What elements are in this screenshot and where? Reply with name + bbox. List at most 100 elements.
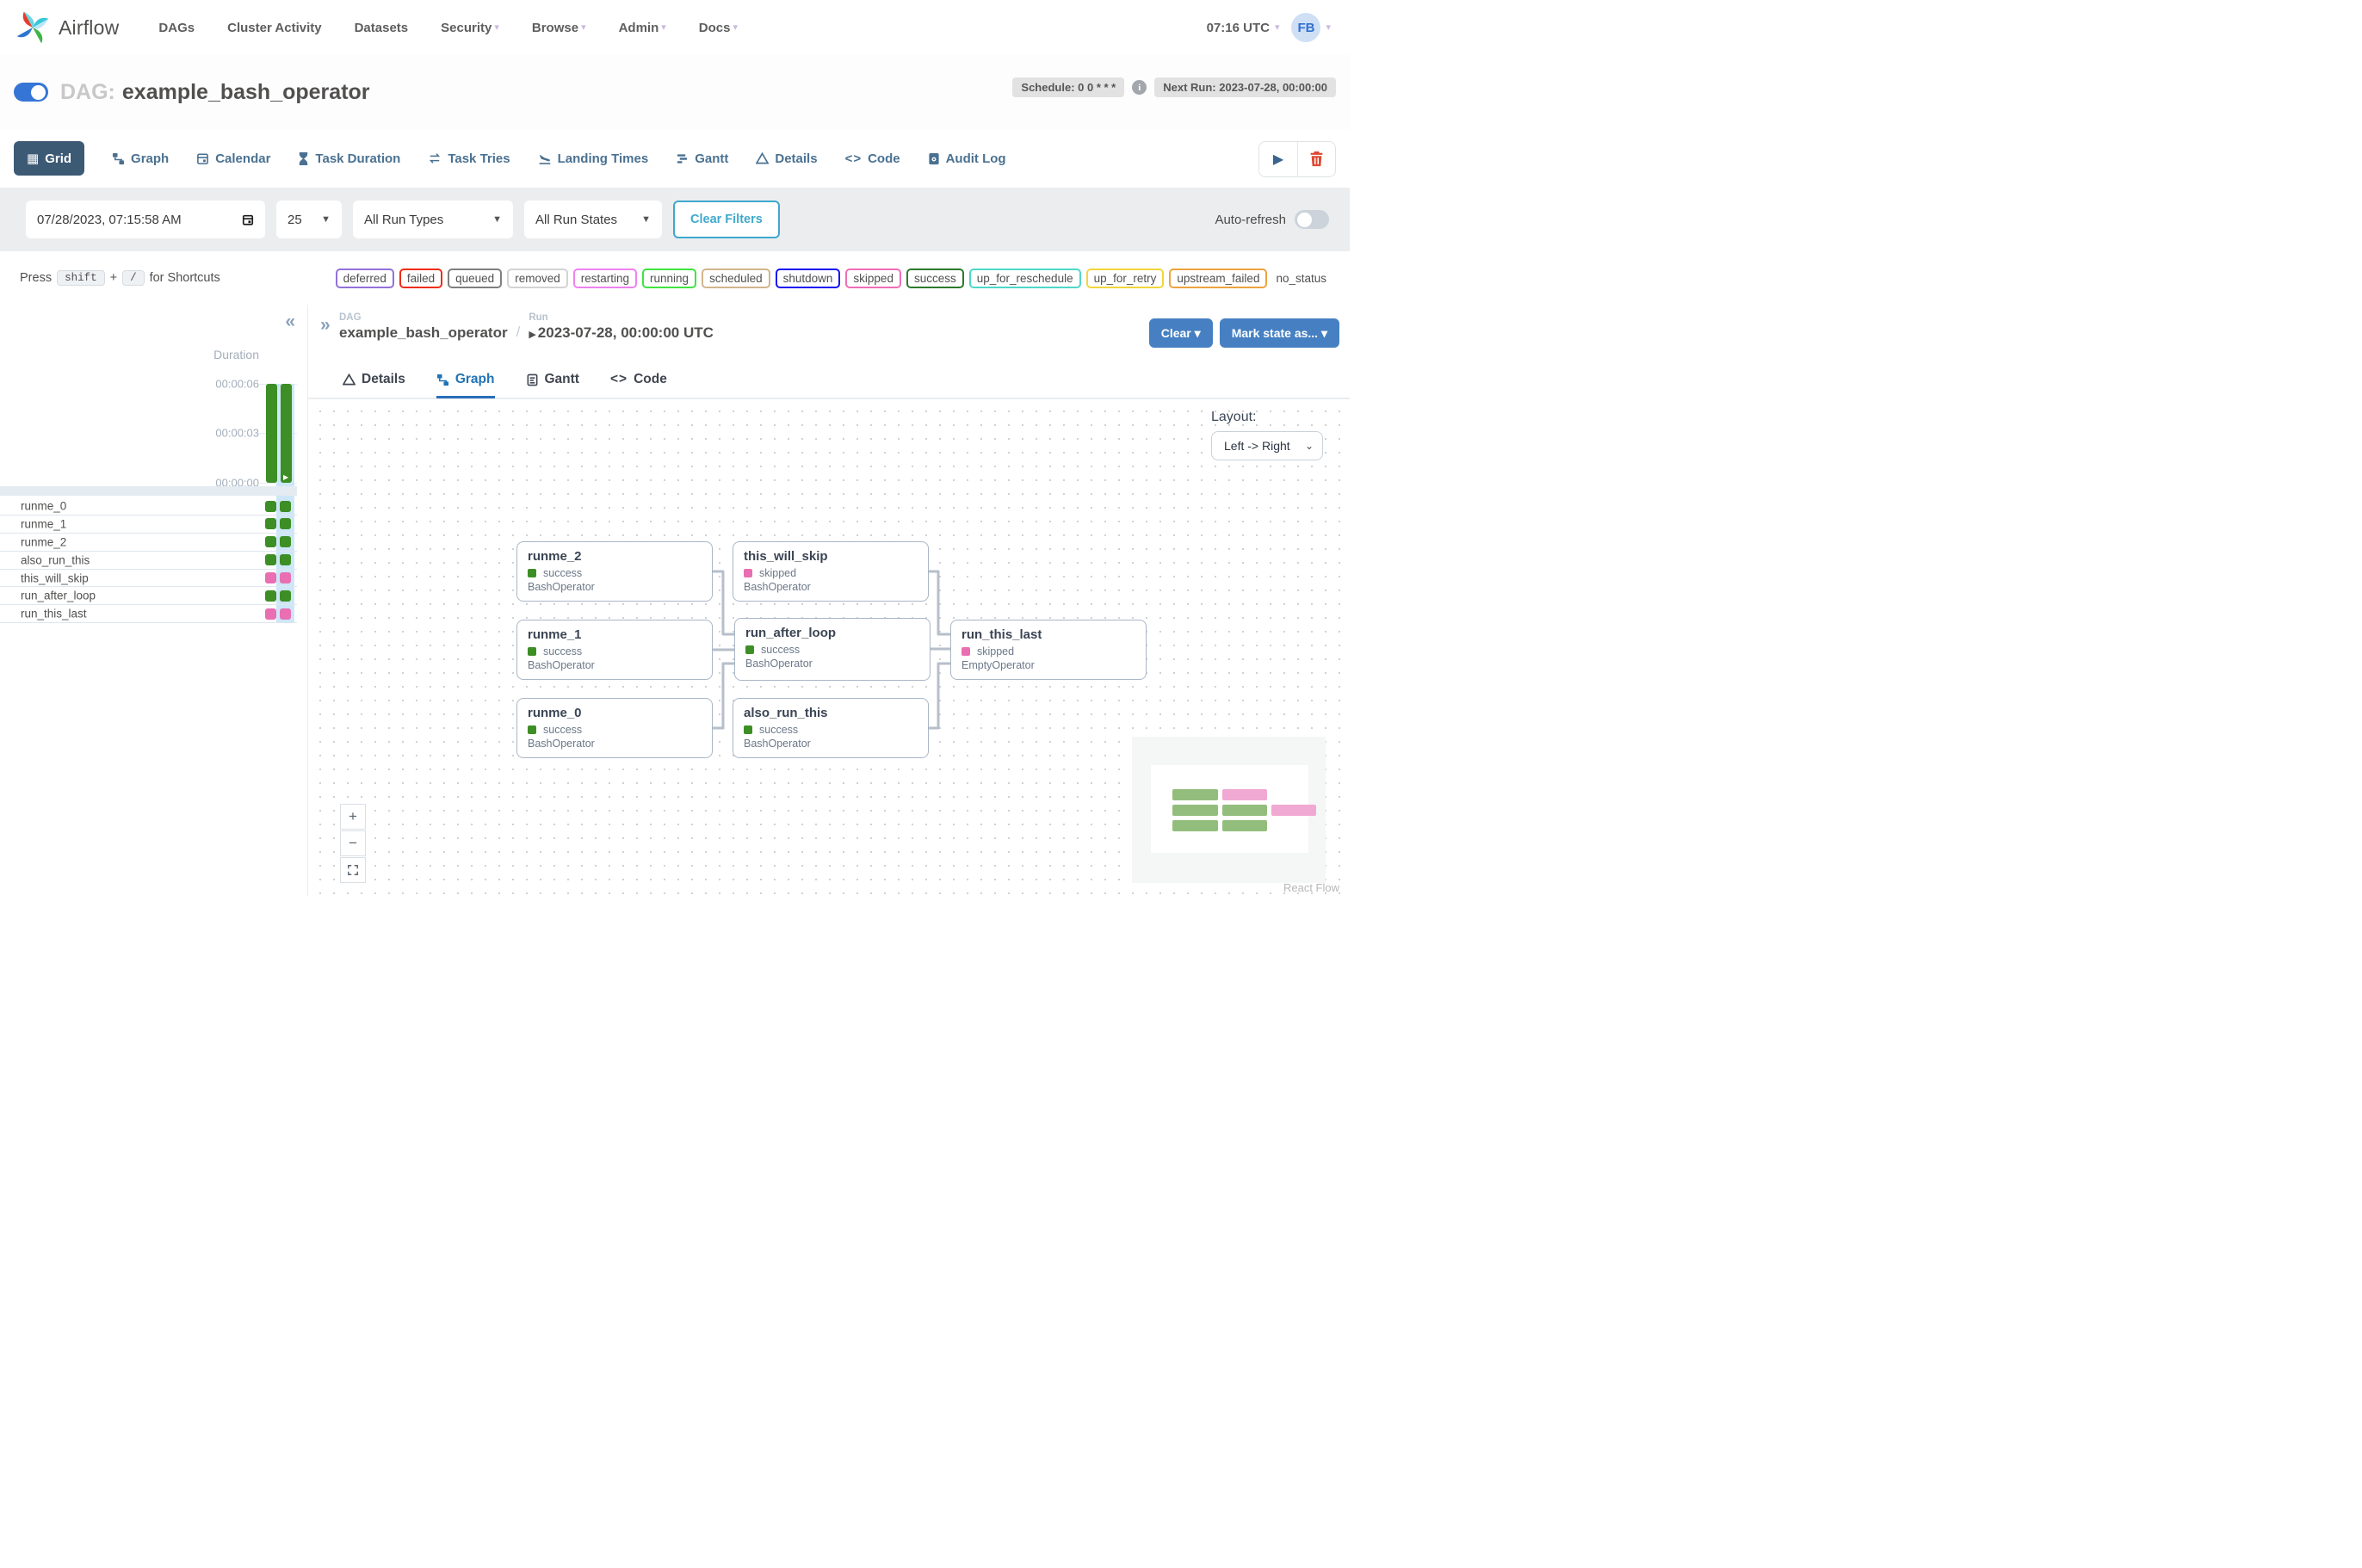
task-instance-square[interactable]: [280, 590, 291, 602]
legend-badge[interactable]: removed: [507, 268, 568, 288]
run-tab-details[interactable]: Details: [343, 372, 405, 398]
task-instance-square[interactable]: [265, 518, 276, 530]
next-run-badge: Next Run: 2023-07-28, 00:00:00: [1154, 77, 1336, 97]
nav-item-admin[interactable]: Admin▾: [618, 20, 666, 35]
clear-run-button[interactable]: Clear ▾: [1148, 318, 1213, 348]
react-flow-attribution[interactable]: React Flow: [1283, 881, 1339, 894]
legend-badge[interactable]: queued: [448, 268, 503, 288]
avatar[interactable]: FB: [1291, 13, 1321, 42]
task-instance-square[interactable]: [280, 518, 291, 530]
schedule-badge[interactable]: Schedule: 0 0 * * *: [1012, 77, 1125, 97]
layout-select[interactable]: Left -> Right ⌄: [1211, 431, 1323, 460]
collapse-sidebar-button[interactable]: «: [285, 312, 295, 331]
legend-badge[interactable]: scheduled: [702, 268, 770, 288]
graph-node[interactable]: also_run_this success BashOperator: [733, 698, 929, 758]
info-icon[interactable]: i: [1132, 80, 1147, 95]
status-icon: [528, 725, 536, 734]
graph-minimap[interactable]: [1132, 737, 1326, 883]
tab-audit-log[interactable]: Audit Log: [928, 151, 1006, 166]
breadcrumb-dag[interactable]: DAG example_bash_operator: [339, 312, 508, 341]
zoom-out-button[interactable]: −: [340, 830, 366, 856]
timezone-menu[interactable]: 07:16 UTC▾: [1206, 20, 1280, 35]
legend-badge[interactable]: success: [906, 268, 964, 288]
task-instance-square[interactable]: [265, 590, 276, 602]
tab-code[interactable]: <> Code: [844, 151, 900, 166]
delete-dag-button[interactable]: [1297, 142, 1335, 176]
run-tab-gantt[interactable]: Gantt: [526, 372, 579, 398]
graph-node[interactable]: runme_1 success BashOperator: [516, 620, 713, 680]
task-instance-square[interactable]: [265, 572, 276, 584]
graph-node[interactable]: run_this_last skipped EmptyOperator: [950, 620, 1147, 680]
task-instance-square[interactable]: [265, 608, 276, 620]
task-row[interactable]: also_run_this: [0, 552, 297, 570]
nav-item-docs[interactable]: Docs▾: [698, 20, 739, 35]
graph-node[interactable]: runme_2 success BashOperator: [516, 541, 713, 602]
nav-item-dags[interactable]: DAGs: [158, 20, 195, 35]
task-instance-square[interactable]: [280, 572, 291, 584]
zoom-in-button[interactable]: +: [340, 804, 366, 830]
tab-landing-times[interactable]: Landing Times: [538, 151, 648, 166]
run-tab-graph[interactable]: Graph: [436, 372, 495, 398]
task-instance-square[interactable]: [280, 554, 291, 566]
hint-legend-row: Press shift + / for Shortcuts deferred f…: [0, 251, 1350, 305]
status-icon: [528, 569, 536, 577]
legend-badge[interactable]: no_status: [1272, 268, 1330, 288]
expand-panel-button[interactable]: »: [320, 315, 331, 335]
task-instance-square[interactable]: [280, 500, 291, 512]
base-date-input[interactable]: 07/28/2023, 07:15:58 AM: [26, 201, 265, 238]
legend-badge[interactable]: upstream_failed: [1169, 268, 1268, 288]
task-instance-square[interactable]: [265, 536, 276, 548]
tab-graph[interactable]: Graph: [112, 151, 169, 166]
mark-state-button[interactable]: Mark state as... ▾: [1219, 318, 1339, 348]
task-instance-square[interactable]: [280, 608, 291, 620]
legend-badge[interactable]: shutdown: [775, 268, 841, 288]
run-types-select[interactable]: All Run Types▼: [353, 201, 513, 238]
tab-gantt[interactable]: Gantt: [676, 151, 728, 166]
fit-view-button[interactable]: [340, 857, 366, 883]
details-icon: [756, 152, 770, 164]
auto-refresh-toggle[interactable]: [1295, 210, 1329, 229]
caret-down-icon: ▾: [733, 22, 739, 33]
airflow-brand[interactable]: Airflow: [14, 9, 119, 46]
nav-item-datasets[interactable]: Datasets: [354, 20, 409, 35]
task-instance-square[interactable]: [265, 554, 276, 566]
legend-badge[interactable]: skipped: [845, 268, 901, 288]
graph-canvas[interactable]: runme_2 success BashOperator this_will_s…: [308, 398, 1350, 896]
legend-badge[interactable]: running: [642, 268, 697, 288]
task-row[interactable]: run_after_loop: [0, 587, 297, 606]
legend-badge[interactable]: restarting: [572, 268, 638, 288]
legend-badge[interactable]: up_for_retry: [1085, 268, 1165, 288]
legend-badge[interactable]: up_for_reschedule: [968, 268, 1081, 288]
nav-item-browse[interactable]: Browse▾: [531, 20, 586, 35]
graph-node[interactable]: this_will_skip skipped BashOperator: [733, 541, 929, 602]
task-row[interactable]: runme_1: [0, 515, 297, 534]
task-instance-square[interactable]: [265, 500, 276, 512]
dag-pause-toggle[interactable]: [14, 83, 48, 102]
breadcrumb-run[interactable]: Run ▶2023-07-28, 00:00:00 UTC: [529, 312, 714, 341]
num-runs-select[interactable]: 25▼: [276, 201, 342, 238]
task-row[interactable]: runme_2: [0, 534, 297, 552]
nav-item-security[interactable]: Security▾: [441, 20, 499, 35]
tab-task-duration[interactable]: Task Duration: [298, 151, 400, 166]
nav-item-cluster-activity[interactable]: Cluster Activity: [227, 20, 322, 35]
legend-badge[interactable]: failed: [399, 268, 443, 288]
tab-calendar[interactable]: Calendar: [196, 151, 270, 166]
tab-details[interactable]: Details: [756, 151, 818, 166]
tab-task-tries[interactable]: Task Tries: [428, 151, 510, 166]
dag-run-bar-selected[interactable]: ▶: [281, 384, 292, 483]
legend-badge[interactable]: deferred: [335, 268, 394, 288]
dag-run-bar[interactable]: [266, 384, 277, 483]
retry-icon: [428, 152, 442, 164]
trigger-dag-button[interactable]: ▶: [1259, 142, 1297, 176]
clear-filters-button[interactable]: Clear Filters: [673, 201, 780, 238]
user-menu[interactable]: FB ▾: [1291, 13, 1331, 42]
graph-node[interactable]: runme_0 success BashOperator: [516, 698, 713, 758]
tab-grid[interactable]: ▦ Grid: [14, 141, 85, 176]
task-row[interactable]: run_this_last: [0, 605, 297, 624]
task-instance-square[interactable]: [280, 536, 291, 548]
graph-node[interactable]: run_after_loop success BashOperator: [734, 618, 931, 681]
task-row[interactable]: this_will_skip: [0, 570, 297, 588]
task-row[interactable]: runme_0: [0, 497, 297, 515]
run-tab-code[interactable]: <> Code: [609, 372, 667, 386]
run-states-select[interactable]: All Run States▼: [524, 201, 662, 238]
